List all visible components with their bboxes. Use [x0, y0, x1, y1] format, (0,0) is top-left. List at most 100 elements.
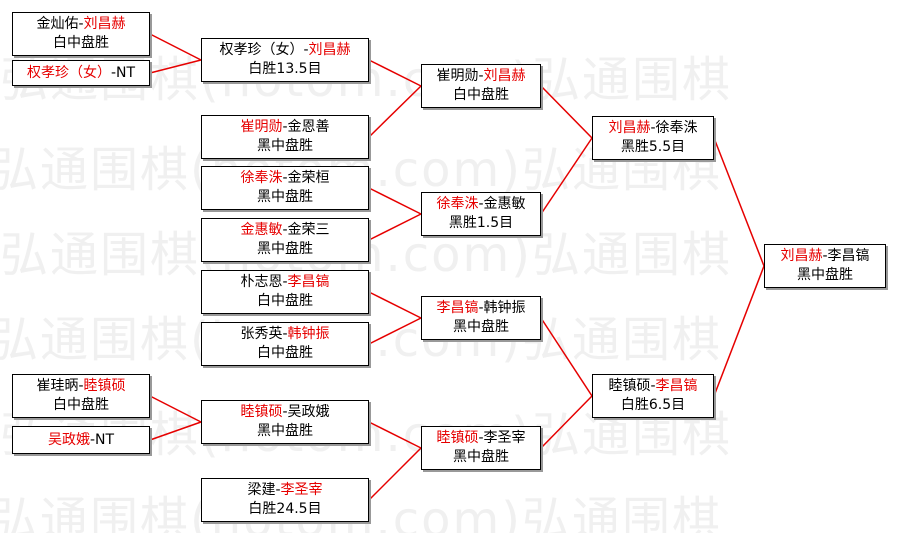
match-box-r2-1: 权孝珍（女）-刘昌赫 白胜13.5目 — [201, 38, 369, 82]
match-players: 朴志恩-李昌镐 — [202, 273, 368, 292]
match-box-r3-4: 睦镇硕-李圣宰 黑中盘胜 — [421, 426, 541, 470]
player-name: 朴志恩- — [240, 274, 288, 290]
match-box-r3-2: 徐奉洙-金惠敏 黑胜1.5目 — [421, 192, 541, 236]
match-players: 金灿佑-刘昌赫 — [13, 15, 149, 34]
winner-name: 刘昌赫 — [608, 120, 651, 136]
bracket-connector — [149, 395, 202, 423]
match-players: 徐奉洙-金荣桓 — [202, 169, 368, 188]
player-name: -金恩善 — [282, 119, 330, 135]
player-name: 崔明勋- — [436, 68, 484, 84]
winner-name: 李昌镐 — [436, 300, 479, 316]
match-result: 黑胜1.5目 — [448, 215, 514, 231]
bracket-connector — [540, 85, 593, 139]
winner-name: 刘昌赫 — [483, 68, 526, 84]
player-name: -李圣宰 — [478, 430, 526, 446]
match-players: 权孝珍（女）-NT — [13, 64, 149, 83]
match-result: 黑中盘胜 — [797, 267, 853, 283]
player-name: -徐奉洙 — [650, 120, 698, 136]
player-name: 张秀英- — [240, 326, 288, 342]
match-box-r1-2: 权孝珍（女）-NT — [12, 60, 150, 86]
match-players: 崔明勋-刘昌赫 — [422, 67, 540, 86]
player-name: 金灿佑- — [36, 16, 84, 32]
match-box-r4-1: 刘昌赫-徐奉洙 黑胜5.5目 — [592, 116, 714, 160]
match-result: 黑中盘胜 — [257, 241, 313, 257]
match-players: 刘昌赫-徐奉洙 — [593, 119, 713, 138]
match-result: 黑中盘胜 — [257, 138, 313, 154]
winner-name: 徐奉洙 — [436, 196, 479, 212]
match-players: 梁建-李圣宰 — [202, 481, 368, 500]
match-players: 吴政娥-NT — [13, 431, 149, 450]
match-box-r2-4: 金惠敏-金荣三 黑中盘胜 — [201, 218, 369, 262]
player-name: -NT — [110, 64, 136, 81]
match-result: 白中盘胜 — [453, 87, 509, 103]
match-box-final: 刘昌赫-李昌镐 黑中盘胜 — [764, 244, 886, 288]
match-box-r1-1: 金灿佑-刘昌赫 白中盘胜 — [12, 12, 150, 56]
bracket-connector — [540, 317, 593, 397]
winner-name: 金惠敏 — [240, 222, 283, 238]
player-name: 权孝珍（女）- — [219, 42, 309, 58]
winner-name: 韩钟振 — [287, 326, 330, 342]
match-players: 睦镇硕-吴政娥 — [202, 403, 368, 422]
match-result: 黑中盘胜 — [257, 423, 313, 439]
match-result: 白胜6.5目 — [620, 397, 686, 413]
match-result: 黑胜5.5目 — [620, 139, 686, 155]
match-result: 白中盘胜 — [53, 397, 109, 413]
match-box-r2-5: 朴志恩-李昌镐 白中盘胜 — [201, 270, 369, 314]
match-result: 白中盘胜 — [257, 345, 313, 361]
winner-name: 崔明勋 — [240, 119, 283, 135]
match-box-r2-7: 睦镇硕-吴政娥 黑中盘胜 — [201, 400, 369, 444]
winner-name: 吴政娥 — [47, 431, 90, 448]
bracket-connector — [368, 421, 422, 449]
match-players: 张秀英-韩钟振 — [202, 325, 368, 344]
bracket-connector — [368, 59, 422, 87]
match-players: 睦镇硕-李昌镐 — [593, 377, 713, 396]
player-name: 崔珪昞- — [36, 378, 84, 394]
winner-name: 刘昌赫 — [308, 42, 351, 58]
winner-name: 睦镇硕 — [240, 404, 283, 420]
player-name: 梁建- — [247, 482, 281, 498]
winner-name: 睦镇硕 — [436, 430, 479, 446]
player-name: -李昌镐 — [822, 248, 870, 264]
match-result: 黑中盘胜 — [257, 189, 313, 205]
winner-name: 刘昌赫 — [780, 248, 823, 264]
match-result: 白胜13.5目 — [248, 61, 322, 77]
match-result: 白胜24.5目 — [248, 501, 322, 517]
winner-name: 李昌镐 — [655, 378, 698, 394]
player-name: 睦镇硕- — [608, 378, 656, 394]
match-result: 黑中盘胜 — [453, 449, 509, 465]
match-box-r1-3: 崔珪昞-睦镇硕 白中盘胜 — [12, 374, 150, 418]
winner-name: 睦镇硕 — [83, 378, 126, 394]
player-name: -金荣桓 — [282, 170, 330, 186]
match-players: 刘昌赫-李昌镐 — [765, 247, 885, 266]
winner-name: 权孝珍（女） — [26, 64, 111, 81]
match-box-r2-3: 徐奉洙-金荣桓 黑中盘胜 — [201, 166, 369, 210]
bracket-connector — [368, 317, 422, 345]
bracket-connector — [368, 291, 422, 319]
match-box-r2-2: 崔明勋-金恩善 黑中盘胜 — [201, 115, 369, 159]
bracket-connector — [368, 213, 422, 241]
bracket-connector — [540, 395, 593, 449]
bracket-connector — [713, 265, 765, 397]
player-name: -吴政娥 — [282, 404, 330, 420]
player-name: -金惠敏 — [478, 196, 526, 212]
match-players: 李昌镐-韩钟振 — [422, 299, 540, 318]
bracket-connector — [540, 137, 593, 215]
match-players: 徐奉洙-金惠敏 — [422, 195, 540, 214]
bracket-connector — [368, 187, 422, 215]
player-name: -金荣三 — [282, 222, 330, 238]
match-box-r2-6: 张秀英-韩钟振 白中盘胜 — [201, 322, 369, 366]
winner-name: 徐奉洙 — [240, 170, 283, 186]
bracket-connector — [149, 421, 202, 441]
player-name: -NT — [89, 431, 115, 448]
player-name: -韩钟振 — [478, 300, 526, 316]
match-players: 金惠敏-金荣三 — [202, 221, 368, 240]
winner-name: 李圣宰 — [280, 482, 323, 498]
match-players: 权孝珍（女）-刘昌赫 — [202, 41, 368, 60]
winner-name: 刘昌赫 — [83, 16, 126, 32]
winner-name: 李昌镐 — [287, 274, 330, 290]
match-players: 睦镇硕-李圣宰 — [422, 429, 540, 448]
match-box-r3-3: 李昌镐-韩钟振 黑中盘胜 — [421, 296, 541, 340]
match-result: 白中盘胜 — [53, 35, 109, 51]
match-box-r1-4: 吴政娥-NT — [12, 426, 150, 454]
